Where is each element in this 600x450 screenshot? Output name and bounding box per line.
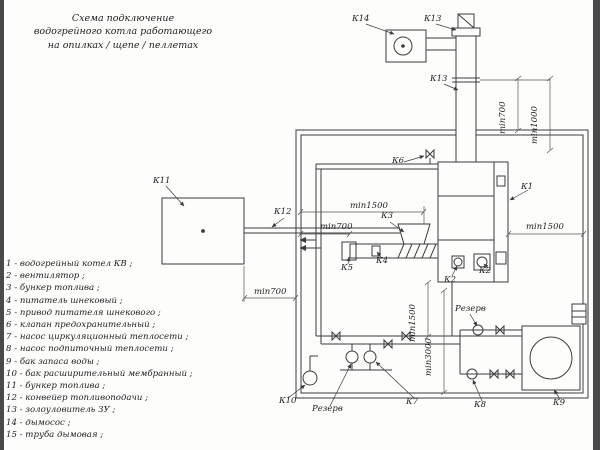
label-min1500-wall: min1500	[526, 222, 564, 232]
label-min1000: min1000	[530, 106, 540, 144]
screen-edge-left	[0, 0, 4, 450]
label-k6: К6	[392, 156, 404, 166]
boiler-room-walls	[295, 129, 589, 399]
legend-item: 1 - водогрейный котел КВ ;	[6, 259, 133, 269]
legend-item: 11 - бункер топлива ;	[6, 381, 106, 392]
diagram-linework	[161, 13, 589, 399]
label-k3: К3	[381, 211, 393, 221]
legend-item: 12 - конвейер топливоподачи ;	[6, 393, 149, 404]
fuel-bunker	[161, 197, 245, 265]
legend-item: 10 - бак расширительный мембранный ;	[6, 368, 193, 379]
title-line-2: водогрейного котла работающего	[33, 26, 213, 38]
label-k11: К11	[153, 176, 171, 186]
label-reserve-top: Резерв	[455, 304, 486, 314]
drawing-title: Схема подключение водогрейного котла раб…	[18, 12, 228, 52]
label-min700-roof: min700	[498, 101, 508, 134]
water-tank	[521, 325, 581, 391]
legend-item: 15 - труба дымовая ;	[6, 429, 104, 440]
label-k13-top: К13	[424, 14, 442, 24]
label-min1500-feed: min1500	[350, 201, 388, 211]
fuel-conveyor	[244, 227, 400, 234]
label-k5: К5	[341, 263, 353, 273]
label-min700-conveyor: min700	[254, 287, 287, 297]
legend: 1 - водогрейный котел КВ ; 2 - вентилятор…	[6, 258, 306, 441]
label-min1500-floor: min1500	[408, 304, 418, 342]
smoke-exhauster	[385, 29, 456, 63]
legend-item: 14 - дымосос ;	[6, 417, 71, 428]
label-k12: К12	[274, 207, 292, 217]
label-k13-mid: К13	[430, 74, 448, 84]
legend-item: 8 - насос подпиточный теплосети ;	[6, 344, 174, 355]
title-line-1: Схема подключение	[71, 13, 175, 24]
leader-lines	[165, 23, 561, 407]
legend-item: 6 - клапан предохранительный ;	[6, 320, 156, 331]
label-k1: К1	[521, 182, 533, 192]
legend-item: 5 - привод питателя шнекового ;	[6, 307, 161, 318]
fans	[451, 253, 491, 271]
label-k2-left: К2	[444, 275, 456, 285]
label-k7: К7	[406, 397, 418, 407]
label-reserve-bottom: Резерв	[312, 404, 343, 414]
legend-item: 13 - золоуловитель ЗУ ;	[6, 405, 116, 416]
label-min700-feed: min700	[320, 222, 353, 232]
chimney	[451, 13, 481, 163]
pipework	[299, 163, 522, 386]
boiler	[437, 161, 509, 283]
screw-feeder	[341, 223, 439, 261]
label-k9: К9	[553, 398, 565, 408]
title-line-3: на опилках / щепе / пеллетах	[47, 39, 199, 51]
label-k14: К14	[352, 14, 370, 24]
label-k8: К8	[474, 400, 486, 410]
label-k4: К4	[376, 256, 388, 266]
legend-item: 2 - вентилятор ;	[6, 271, 85, 282]
legend-item: 3 - бункер топлива ;	[6, 283, 100, 294]
legend-item: 4 - питатель шнековый ;	[6, 295, 123, 306]
label-min3000: min3000	[424, 338, 434, 376]
label-k2-right: К2	[479, 266, 491, 276]
legend-item: 7 - насос циркуляционный теплосети ;	[6, 332, 189, 343]
screen-edge-right	[593, 0, 600, 450]
legend-item: 9 - бак запаса воды ;	[6, 356, 100, 367]
label-k10: К10	[279, 396, 297, 406]
wall-panel	[571, 303, 587, 325]
dimension-lines	[241, 75, 587, 396]
safety-valve	[425, 148, 435, 164]
